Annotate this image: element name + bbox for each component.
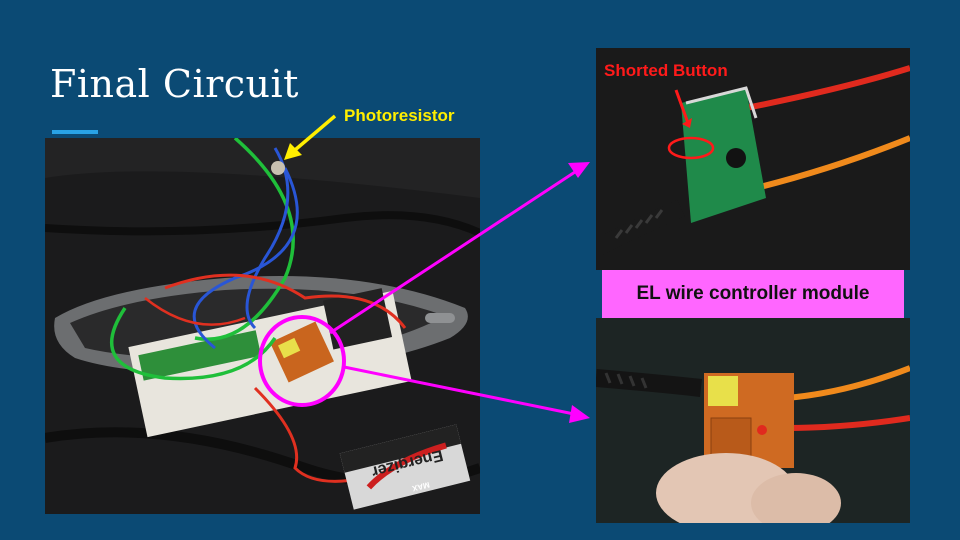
shorted-button-photo — [596, 48, 910, 270]
final-circuit-photo: Energizer MAX — [45, 138, 480, 514]
controller-module-photo — [596, 318, 910, 523]
photoresistor-label: Photoresistor — [344, 106, 455, 125]
slide-title: Final Circuit — [50, 62, 299, 106]
controller-module-label: EL wire controller module — [602, 270, 904, 318]
callout-arrowhead-bottom — [569, 405, 590, 423]
battery-sub-text: MAX — [411, 480, 431, 493]
title-underline — [52, 130, 98, 134]
callout-arrowhead-top — [568, 162, 590, 178]
shorted-button-label: Shorted Button — [604, 61, 728, 80]
